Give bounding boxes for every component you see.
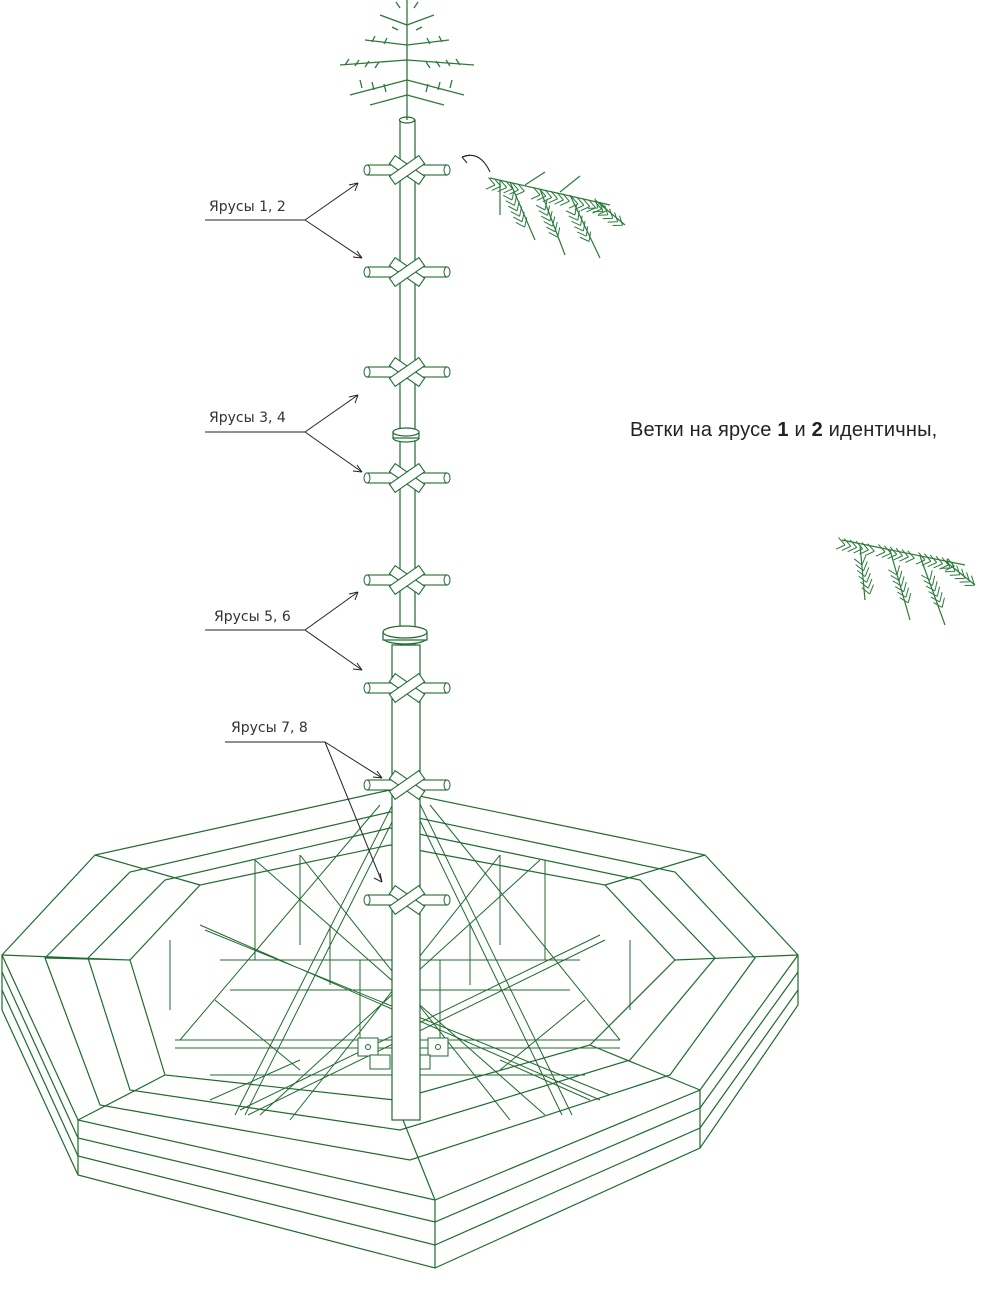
branches-caption: Ветки на ярусе 1 и 2 идентичны,	[630, 419, 937, 442]
label-tiers-5-6: Ярусы 5, 6	[214, 609, 291, 625]
fir-branch-right	[835, 536, 979, 626]
caption-num1: 1	[777, 419, 789, 441]
leader-lines	[205, 182, 383, 883]
caption-num2: 2	[811, 419, 823, 441]
label-tiers-1-2: Ярусы 1, 2	[209, 199, 286, 215]
caption-part2: и	[788, 419, 812, 441]
branch-arrow	[461, 154, 491, 173]
caption-part1: Ветки на ярусе	[630, 419, 778, 441]
platform-lattice	[169, 799, 631, 1121]
caption-part3: идентичны,	[822, 419, 938, 441]
octagon-platform	[1, 789, 799, 1269]
column-flanges	[382, 427, 428, 645]
label-tiers-3-4: Ярусы 3, 4	[209, 410, 286, 426]
label-tiers-7-8: Ярусы 7, 8	[231, 720, 308, 736]
treetop	[339, 0, 475, 120]
central-column	[391, 116, 421, 1121]
fir-branch-top	[485, 171, 627, 259]
